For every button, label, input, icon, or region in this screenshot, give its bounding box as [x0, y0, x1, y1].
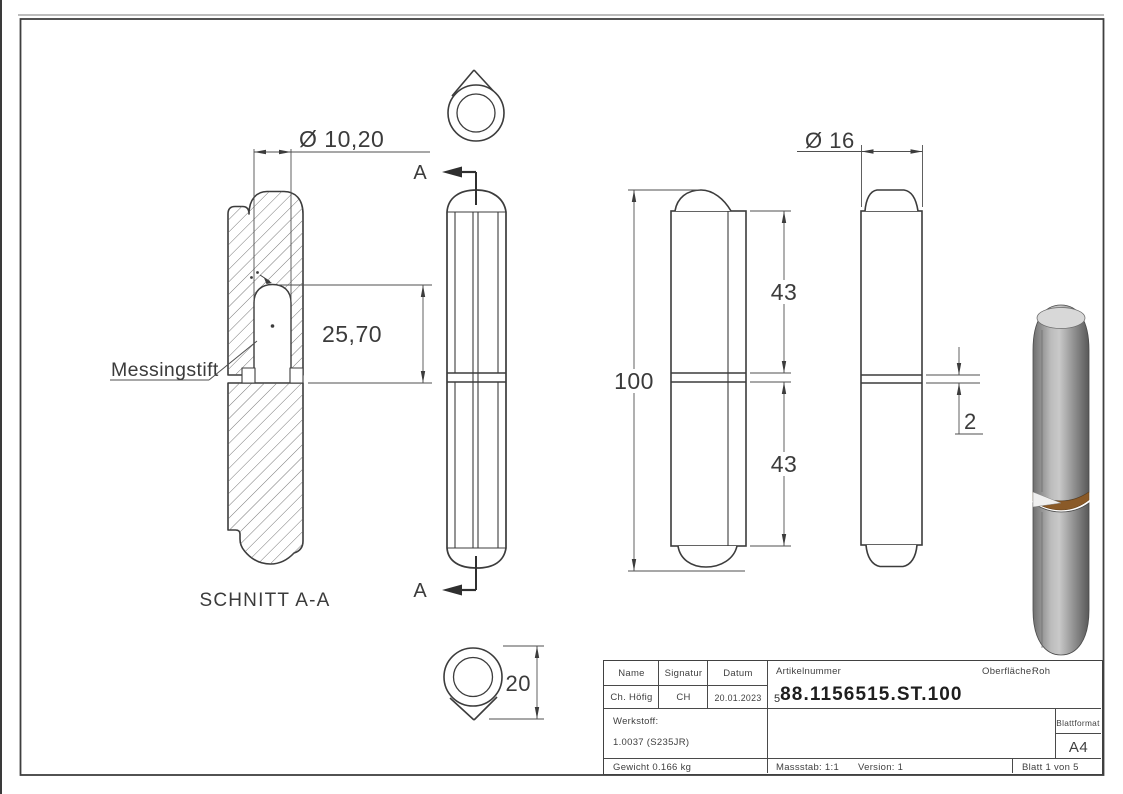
- dimension-gap: [926, 347, 983, 435]
- front-view: [446, 189, 507, 569]
- tb-signatur-value: CH: [676, 692, 691, 703]
- section-view: [227, 190, 304, 565]
- tb-cell-blattformat-value: [1056, 734, 1101, 759]
- tb-blattformat-value: A4: [1068, 739, 1089, 756]
- dimension-label-lower-half: 43: [771, 451, 798, 477]
- tb-cell-datum-header: [708, 661, 768, 686]
- tb-cell-massstab: [767, 759, 1013, 773]
- tb-gewicht: Gewicht 0.166 kg: [613, 762, 692, 773]
- dimension-label-tip-height: 20: [506, 671, 531, 696]
- tb-artikelnummer-prefix: 5: [774, 693, 781, 705]
- window-edge-left: [0, 0, 2, 794]
- pin-hole: [253, 283, 292, 378]
- section-arrow-label-top: A: [413, 162, 427, 184]
- dimension-hole-depth: [278, 284, 432, 384]
- tb-oberflaeche-header: Oberfläche:: [982, 666, 1035, 677]
- tb-datum-value: 20.01.2023: [714, 693, 762, 703]
- 3d-preview: [1032, 304, 1090, 656]
- tb-cell-werkstoff: [604, 709, 768, 759]
- dimension-label-total-length: 100: [614, 368, 654, 394]
- section-arrow-label-bottom: A: [413, 580, 427, 602]
- dimension-tip-height: [489, 645, 544, 720]
- tb-cell-signatur-header: [659, 661, 708, 686]
- tb-oberflaeche-value: Roh: [1032, 666, 1051, 677]
- dimension-label-upper-half: 43: [771, 279, 798, 305]
- diameter-view: [860, 189, 923, 568]
- dimension-hole-diameter: [253, 149, 430, 302]
- dimension-label-hole-diameter: Ø 10,20: [299, 126, 384, 152]
- tb-version: Version: 1: [858, 762, 904, 773]
- tb-cell-name-value: [604, 686, 659, 709]
- tb-massstab: Massstab: 1:1: [776, 762, 840, 773]
- tb-cell-signatur-value: [659, 686, 708, 709]
- tb-cell-empty: [768, 709, 1056, 759]
- tb-name-header: Name: [618, 668, 645, 679]
- tb-cell-datum-value: [708, 686, 768, 709]
- tb-name-value: Ch. Höfig: [610, 692, 653, 703]
- tb-artikelnummer: 588.1156515.ST.100: [774, 684, 963, 706]
- pin-callout: Messingstift: [110, 340, 258, 381]
- length-view: [670, 189, 747, 568]
- dimension-label-gap: 2: [964, 409, 977, 434]
- dimension-outer-diameter: [797, 145, 923, 207]
- bottom-view: [443, 647, 503, 721]
- dimension-label-outer-diameter: Ø 16: [805, 128, 855, 153]
- tb-cell-name-header: [604, 661, 659, 686]
- dimension-half-lengths: [750, 210, 791, 547]
- pin-callout-label: Messingstift: [111, 359, 219, 381]
- tb-werkstoff-value: 1.0037 (S235JR): [613, 737, 690, 748]
- hole-center-dot: [270, 324, 275, 328]
- title-block: Name Signatur Datum Ch. Höfig CH 20.01.2…: [603, 660, 1103, 775]
- pin-top-cap: [1036, 307, 1086, 329]
- tb-blattformat-header: Blattformat: [1056, 718, 1100, 728]
- dimension-label-hole-depth: 25,70: [322, 321, 382, 347]
- section-title: SCHNITT A-A: [199, 590, 330, 611]
- split-highlight: [1032, 491, 1062, 508]
- tb-cell-blattformat-header: [1056, 709, 1101, 734]
- tb-cell-artikelnummer: [768, 661, 1101, 709]
- drawing-frame: [19, 18, 1105, 776]
- tb-datum-header: Datum: [723, 668, 753, 679]
- section-cut-line: [442, 166, 477, 596]
- tb-artikelnummer-header: Artikelnummer: [776, 666, 842, 677]
- top-view: [447, 69, 505, 142]
- tb-blatt: Blatt 1 von 5: [1022, 762, 1079, 773]
- tb-signatur-header: Signatur: [664, 668, 703, 679]
- sheet-shadow-line: [18, 14, 1104, 16]
- tb-artikelnummer-value: 88.1156515.ST.100: [780, 684, 963, 705]
- tb-werkstoff-header: Werkstoff:: [613, 716, 659, 727]
